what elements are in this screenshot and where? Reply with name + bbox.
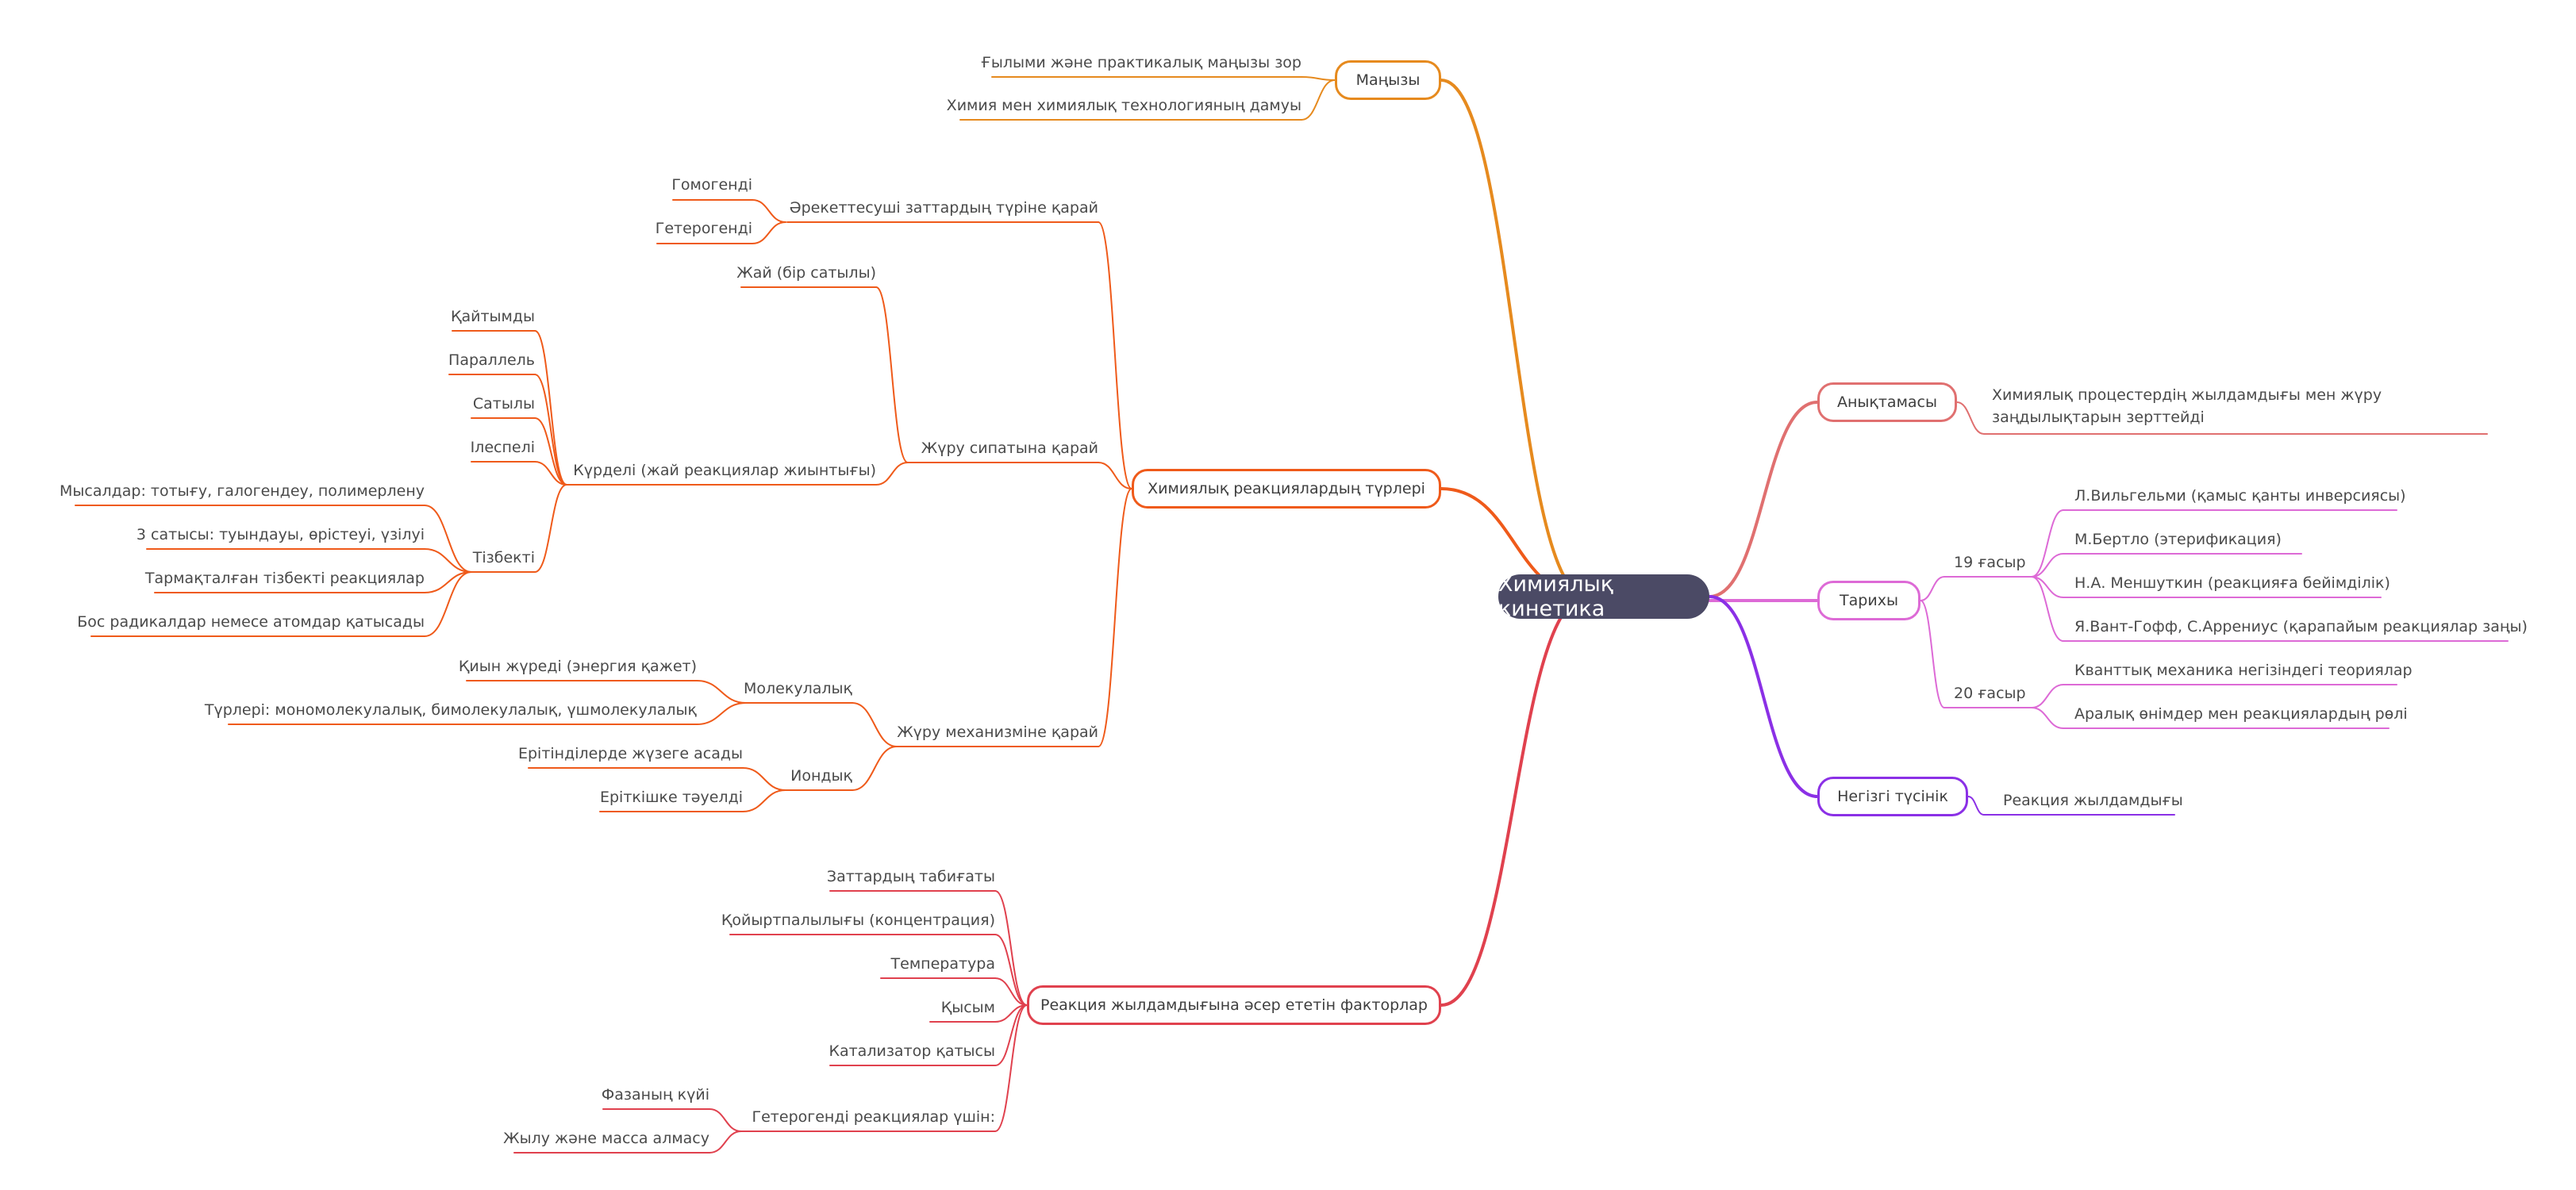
trunk-def bbox=[1708, 401, 1819, 598]
leaf-het-1[interactable]: Фазаның күйі bbox=[601, 1086, 709, 1104]
manyzy-2-link bbox=[1301, 79, 1336, 121]
branch-factors[interactable]: Реакция жылдамдығына әсер ететін факторл… bbox=[1027, 985, 1441, 1025]
c19-1-link bbox=[2031, 509, 2064, 578]
node-tizbekti[interactable]: Тізбекті bbox=[472, 549, 535, 566]
leaf-tizbekti-3[interactable]: Тармақталған тізбекті реакциялар bbox=[144, 570, 425, 587]
leaf-kurdeli-3[interactable]: Сатылы bbox=[472, 395, 535, 413]
f-3-link bbox=[994, 977, 1028, 1006]
ion-1-link bbox=[742, 767, 786, 791]
gomo-link bbox=[752, 199, 786, 223]
tiz-4-link bbox=[424, 571, 472, 637]
node-ion[interactable]: Иондық bbox=[790, 767, 852, 785]
ilespeli-link bbox=[534, 461, 567, 486]
leaf-tizbekti-2[interactable]: 3 сатысы: туындауы, өрістеуі, үзілуі bbox=[136, 526, 425, 543]
areket-link bbox=[1098, 221, 1132, 489]
ion-link bbox=[852, 746, 898, 791]
c20-1-link bbox=[2031, 684, 2064, 708]
leaf-c19-2[interactable]: М.Бертло (этерификация) bbox=[2074, 531, 2282, 548]
leaf-def-text[interactable]: Химиялық процестердің жылдамдығы мен жүр… bbox=[1992, 386, 2382, 426]
leaf-factor-2[interactable]: Қойыртпалылығы (концентрация) bbox=[721, 912, 995, 929]
node-c20[interactable]: 20 ғасыр bbox=[1954, 685, 2026, 702]
parallel-link bbox=[534, 374, 567, 486]
leaf-zhai[interactable]: Жай (бір сатылы) bbox=[736, 264, 876, 282]
trunk-factors bbox=[1440, 595, 1589, 1007]
het-1-link bbox=[709, 1108, 742, 1132]
leaf-factor-3[interactable]: Температура bbox=[890, 955, 995, 973]
leaf-factor-4[interactable]: Қысым bbox=[940, 999, 995, 1016]
branch-manyzy[interactable]: Маңызы bbox=[1335, 60, 1441, 100]
leaf-manyzy-1[interactable]: Ғылыми және практикалық маңызы зор bbox=[981, 54, 1301, 71]
branch-concept[interactable]: Негізгі түсінік bbox=[1817, 777, 1968, 816]
f-2-link bbox=[994, 934, 1028, 1006]
leaf-kurdeli-4[interactable]: Ілеспелі bbox=[470, 439, 535, 456]
leaf-areket-1[interactable]: Гомогенді bbox=[671, 176, 752, 194]
leaf-kurdeli-1[interactable]: Қайтымды bbox=[450, 308, 535, 325]
node-c19[interactable]: 19 ғасыр bbox=[1954, 554, 2026, 571]
het-2-link bbox=[709, 1130, 742, 1154]
node-mech[interactable]: Жүру механизміне қарай bbox=[897, 724, 1098, 741]
leaf-mol-2[interactable]: Түрлері: мономолекулалық, бимолекулалық,… bbox=[204, 701, 697, 719]
node-het[interactable]: Гетерогенді реакциялар үшін: bbox=[752, 1108, 995, 1126]
manyzy-1-link bbox=[1301, 76, 1336, 81]
mol-link bbox=[852, 702, 898, 747]
leaf-ion-1[interactable]: Ерітінділерде жүзеге асады bbox=[517, 745, 743, 762]
satyly-link bbox=[534, 417, 567, 486]
leaf-c19-1[interactable]: Л.Вильгельми (қамыс қанты инверсиясы) bbox=[2074, 487, 2406, 505]
node-areket[interactable]: Әрекеттесуші заттардың түріне қарай bbox=[789, 199, 1098, 217]
ion-2-link bbox=[742, 789, 786, 812]
branch-def[interactable]: Анықтамасы bbox=[1817, 382, 1957, 422]
leaf-factor-1[interactable]: Заттардың табиғаты bbox=[826, 868, 995, 885]
c20-2-link bbox=[2031, 707, 2064, 729]
leaf-areket-2[interactable]: Гетерогенді bbox=[655, 220, 752, 237]
c20-link bbox=[1920, 600, 1945, 708]
mol-2-link bbox=[696, 702, 747, 725]
kurdeli-link bbox=[875, 462, 909, 486]
f-1-link bbox=[994, 890, 1028, 1006]
c19-4-link bbox=[2031, 576, 2064, 642]
zhai-link bbox=[875, 286, 909, 463]
c19-link bbox=[1920, 576, 1945, 601]
leaf-c19-4[interactable]: Я.Вант-Гофф, С.Аррениус (қарапайым реакц… bbox=[2074, 618, 2528, 635]
leaf-kurdeli-2[interactable]: Параллель bbox=[448, 351, 535, 369]
leaf-concept-1[interactable]: Реакция жылдамдығы bbox=[2003, 792, 2183, 809]
tiz-1-link bbox=[424, 505, 472, 573]
trunk-concept bbox=[1708, 595, 1819, 798]
mech-link bbox=[1098, 488, 1132, 747]
leaf-manyzy-2[interactable]: Химия мен химиялық технологияның дамуы bbox=[946, 97, 1301, 114]
node-mol[interactable]: Молекулалық bbox=[744, 680, 852, 697]
tiz-3-link bbox=[424, 571, 472, 593]
def-link bbox=[1956, 401, 1985, 435]
concept-1-link bbox=[1967, 796, 1985, 816]
zhuru-link bbox=[1098, 462, 1132, 489]
tizbekti-link bbox=[534, 484, 567, 573]
leaf-het-2[interactable]: Жылу және масса алмасу bbox=[503, 1130, 709, 1147]
branch-turleri[interactable]: Химиялық реакциялардың түрлері bbox=[1132, 469, 1441, 509]
branch-history[interactable]: Тарихы bbox=[1817, 581, 1920, 620]
tiz-2-link bbox=[424, 548, 472, 573]
leaf-tizbekti-1[interactable]: Мысалдар: тотығу, галогендеу, полимерлен… bbox=[60, 482, 425, 500]
node-zhuru[interactable]: Жүру сипатына қарай bbox=[921, 440, 1098, 457]
leaf-c20-2[interactable]: Аралық өнімдер мен реакциялардың рөлі bbox=[2074, 705, 2408, 723]
root-topic[interactable]: Химиялық кинетика bbox=[1498, 572, 1709, 621]
c19-2-link bbox=[2031, 553, 2064, 578]
trunk-manyzy bbox=[1440, 79, 1589, 598]
leaf-mol-1[interactable]: Қиын жүреді (энергия қажет) bbox=[458, 658, 697, 675]
kaitymdy-link bbox=[534, 330, 567, 486]
leaf-ion-2[interactable]: Еріткішке тәуелді bbox=[599, 789, 743, 806]
getero-link bbox=[752, 221, 786, 244]
leaf-c20-1[interactable]: Кванттық механика негізіндегі теориялар bbox=[2074, 662, 2413, 679]
het-link bbox=[994, 1004, 1028, 1132]
node-kurdeli[interactable]: Күрделі (жай реакциялар жиынтығы) bbox=[573, 462, 876, 479]
leaf-tizbekti-4[interactable]: Бос радикалдар немесе атомдар қатысады bbox=[77, 613, 425, 631]
leaf-c19-3[interactable]: Н.А. Меншуткин (реакцияға бейімділік) bbox=[2074, 574, 2390, 592]
f-5-link bbox=[994, 1004, 1028, 1066]
leaf-factor-5[interactable]: Катализатор қатысы bbox=[829, 1042, 995, 1060]
mol-1-link bbox=[696, 680, 747, 704]
